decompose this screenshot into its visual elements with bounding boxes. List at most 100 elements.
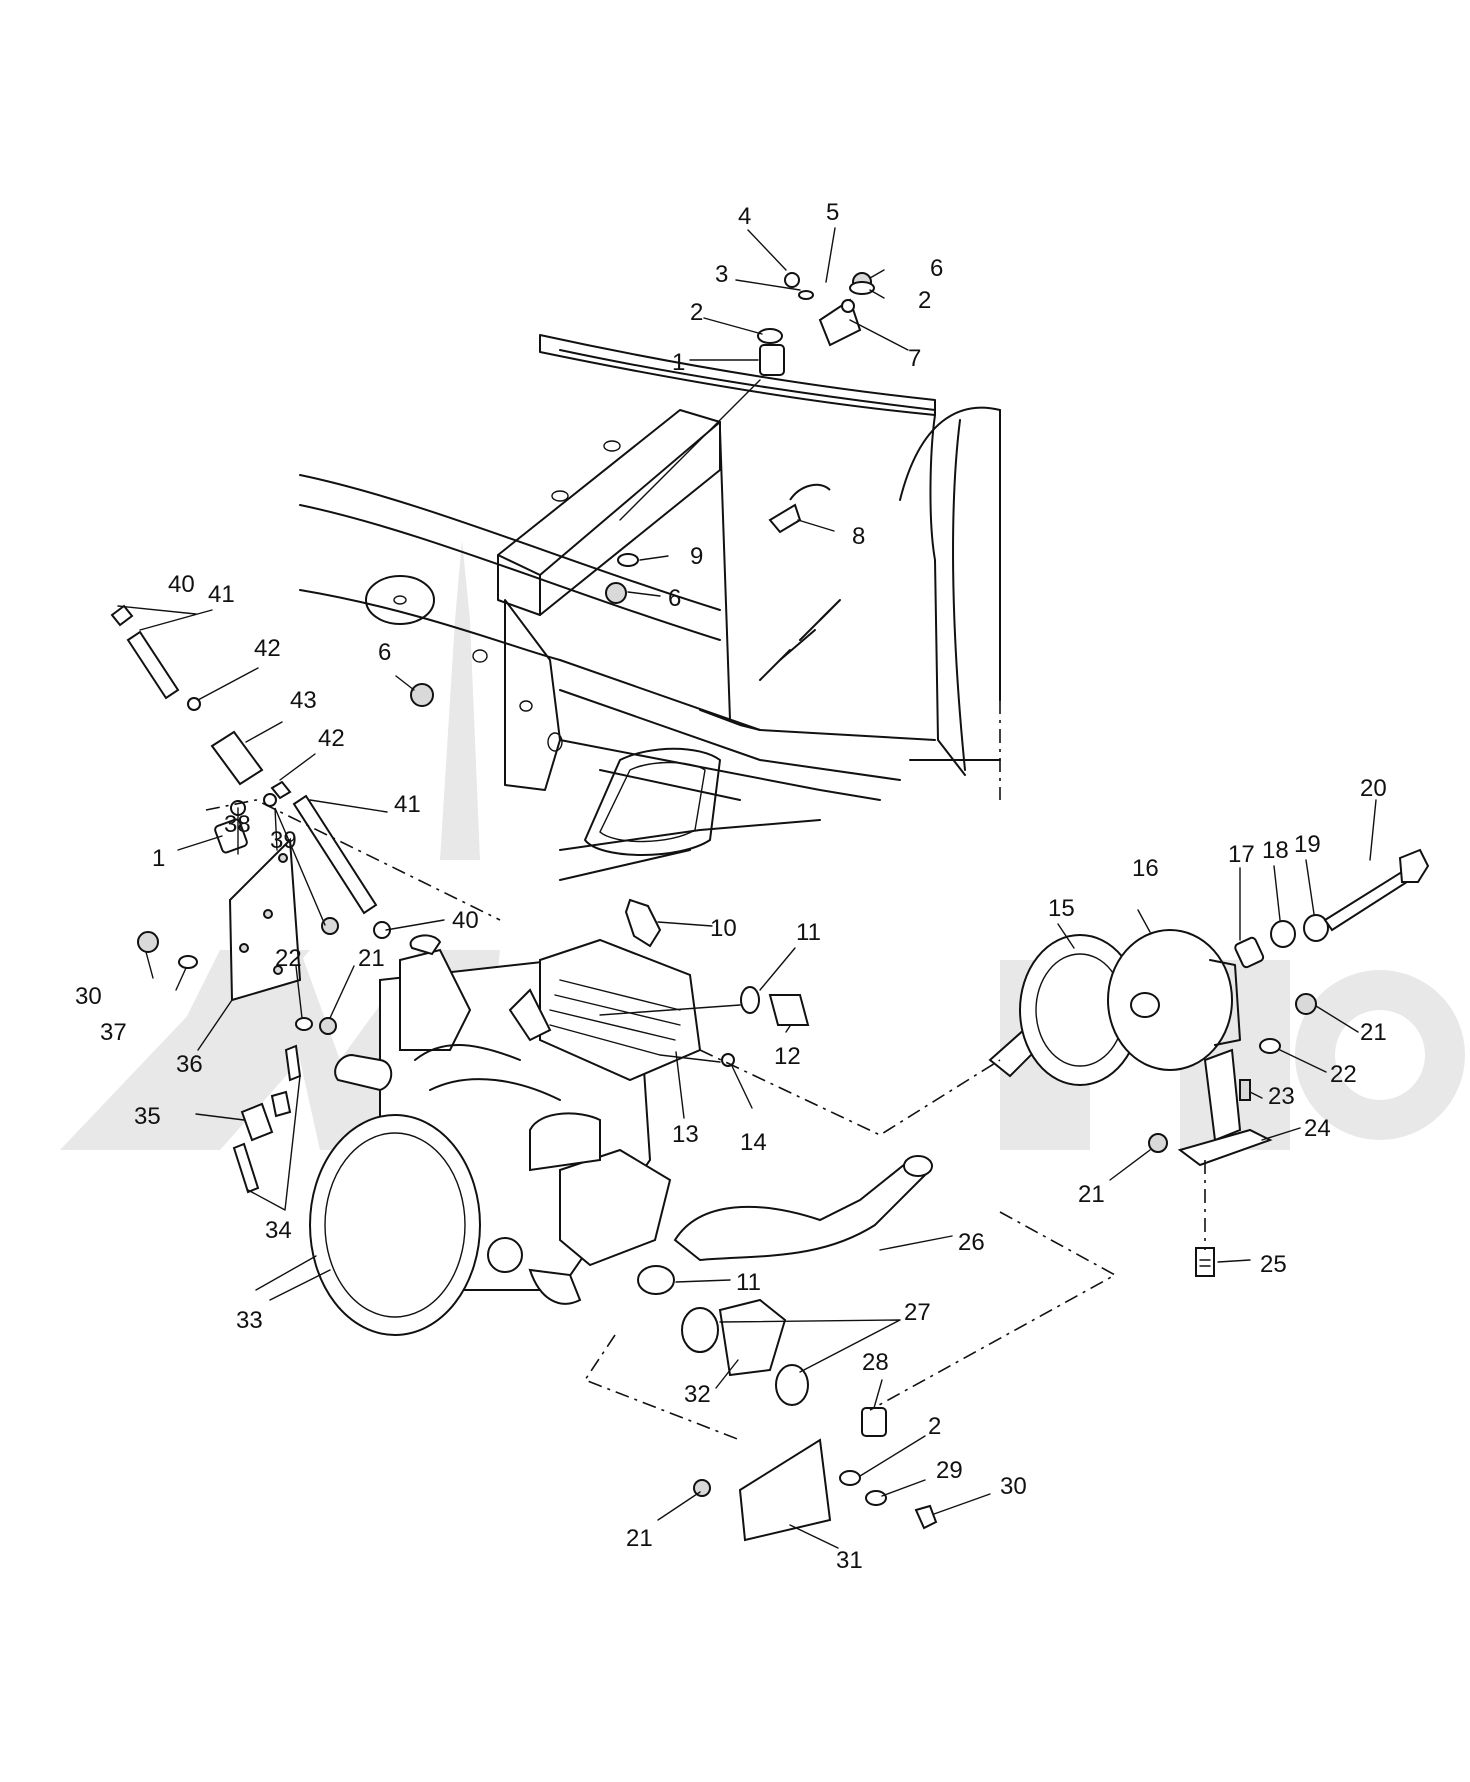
damper-28: [861, 1407, 887, 1437]
callout-labels: 4 5 3 6 2 2 7 1 8 9 6 6 40 41 42 43 42 4…: [75, 199, 1387, 1574]
callout-12: 12: [774, 1043, 801, 1070]
damper-1-top: [759, 344, 785, 376]
spacer-17: [1234, 936, 1265, 969]
callout-38: 38: [224, 811, 251, 838]
bracket-31: [738, 1438, 832, 1542]
top-mount-hardware: [619, 272, 875, 521]
callout-41-top: 41: [208, 581, 235, 608]
callout-21-bracket: 21: [1078, 1181, 1105, 1208]
callout-5: 5: [826, 199, 839, 226]
hose-41-lower: [292, 794, 378, 915]
frame-fasteners: [410, 483, 831, 707]
drive-clutch: [988, 848, 1430, 1086]
callout-16: 16: [1132, 855, 1159, 882]
rear-mount-hardware: [693, 1407, 938, 1542]
spark-plug-boot: [508, 988, 552, 1042]
damper-1-left: [214, 818, 248, 854]
callout-17: 17: [1228, 841, 1255, 868]
breather-filter-35: [240, 1102, 274, 1142]
callout-34: 34: [265, 1217, 292, 1244]
callout-24: 24: [1304, 1115, 1331, 1142]
leader-lines: [117, 227, 1377, 1549]
callout-2-right: 2: [918, 287, 931, 314]
clamp-11-upper: [740, 986, 760, 1014]
right-mount-hardware: [1148, 993, 1317, 1277]
callout-8: 8: [852, 523, 865, 550]
callout-36: 36: [176, 1051, 203, 1078]
callout-7: 7: [908, 345, 921, 372]
nut-6-mid: [605, 582, 627, 604]
callout-20: 20: [1360, 775, 1387, 802]
callout-31: 31: [836, 1547, 863, 1574]
callout-14: 14: [740, 1129, 767, 1156]
callout-2-rear: 2: [928, 1413, 941, 1440]
frame-structure: [299, 334, 1001, 881]
callout-39: 39: [270, 827, 297, 854]
clip-3: [798, 290, 814, 300]
breather-hose: [232, 1044, 302, 1194]
callout-23: 23: [1268, 1083, 1295, 1110]
callout-1-left: 1: [152, 845, 165, 872]
fuel-line-assembly: [110, 604, 391, 939]
boot-32: [718, 1298, 787, 1377]
bracket-24-base: [1177, 1128, 1273, 1167]
callout-30-rear: 30: [1000, 1473, 1027, 1500]
callout-18: 18: [1262, 837, 1289, 864]
callout-43: 43: [290, 687, 317, 714]
callout-21-rear: 21: [626, 1525, 653, 1552]
callout-21-left: 21: [358, 945, 385, 972]
callout-9: 9: [690, 543, 703, 570]
hose-12: [768, 994, 810, 1026]
bolt-20-shank: [1323, 868, 1412, 932]
washer-2-top-right: [849, 281, 875, 295]
callout-3: 3: [715, 261, 728, 288]
pin-8: [768, 483, 831, 534]
cdi-box: [559, 1148, 672, 1267]
callout-11-upper: 11: [796, 919, 821, 946]
callout-10: 10: [710, 915, 737, 942]
bracket-24-upright: [1203, 1048, 1242, 1142]
exhaust-assembly: [637, 1155, 933, 1406]
bracket-36: [228, 837, 302, 1002]
left-mount-hardware: [137, 793, 339, 1035]
washer-18: [1270, 920, 1296, 948]
clamp-27-a: [681, 1307, 719, 1353]
callout-11-lower: 11: [736, 1269, 761, 1296]
callout-33: 33: [236, 1307, 263, 1334]
callout-40-top: 40: [168, 571, 195, 598]
callout-41-bottom: 41: [394, 791, 421, 818]
washer-9: [617, 553, 639, 567]
callout-26: 26: [958, 1229, 985, 1256]
callout-42-bottom: 42: [318, 725, 345, 752]
callout-4: 4: [738, 203, 751, 230]
engine: [309, 934, 702, 1336]
callout-13: 13: [672, 1121, 699, 1148]
callout-6-top: 6: [930, 255, 943, 282]
callout-35: 35: [134, 1103, 161, 1130]
callout-15: 15: [1048, 895, 1075, 922]
callout-2-top: 2: [690, 299, 703, 326]
lockwasher-19: [1303, 914, 1329, 942]
callout-21-right: 21: [1360, 1019, 1387, 1046]
exhaust-pipe-26: [673, 1158, 927, 1262]
pad-23: [1239, 1079, 1251, 1101]
clamp-11-lower: [637, 1265, 675, 1295]
callout-27: 27: [904, 1299, 931, 1326]
callout-40-bottom: 40: [452, 907, 479, 934]
wire-terminal-14: [721, 1053, 735, 1067]
callout-22-right: 22: [1330, 1061, 1357, 1088]
bolt-30-rear: [914, 1504, 938, 1530]
callout-6-mid: 6: [668, 585, 681, 612]
callout-22-left: 22: [275, 945, 302, 972]
fuel-filter-43: [210, 730, 264, 786]
washer-2-top: [757, 328, 783, 344]
callout-1-top: 1: [672, 349, 685, 376]
hose-41-upper: [126, 630, 180, 700]
nut-6-left: [410, 683, 434, 707]
recoil-cover-33: [309, 1114, 481, 1336]
spark-plug-10: [624, 898, 662, 948]
clutch-16: [1107, 929, 1233, 1071]
callout-19: 19: [1294, 831, 1321, 858]
